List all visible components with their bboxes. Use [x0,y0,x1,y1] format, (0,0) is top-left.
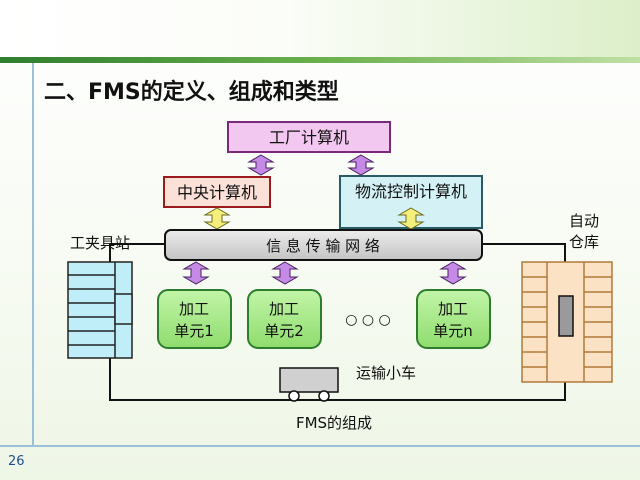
diagram-caption: FMS的组成 [296,414,372,432]
transport-cart-label: 运输小车 [356,364,416,382]
factory-computer-box: 工厂计算机 [227,121,391,153]
double-arrow-icon [439,261,467,285]
warehouse-label-line2: 仓库 [569,233,599,251]
fixture-station-rack [67,261,133,359]
network-bar: 信 息 传 输 网 络 [164,229,483,261]
double-arrow-icon [271,261,299,285]
double-arrow-icon [247,154,275,176]
line-network-to-fixture [109,243,165,262]
network-label: 信 息 传 输 网 络 [266,237,380,255]
central-computer-label: 中央计算机 [177,183,257,202]
unit-label-line1: 加工 [269,300,299,318]
unit-label-line2: 单元2 [264,322,304,340]
page-number: 26 [8,454,25,469]
logistics-computer-label: 物流控制计算机 [355,182,467,201]
double-arrow-icon [347,154,375,176]
double-arrow-icon [203,207,231,230]
header-rule [0,57,640,63]
warehouse-label-line1: 自动 [569,212,599,230]
left-rule [32,63,34,445]
double-arrow-icon [182,261,210,285]
warehouse-rack [521,261,613,383]
central-computer-box: 中央计算机 [163,176,271,208]
ellipsis: ○ ○ ○ [345,312,391,328]
unit-label-line2: 单元1 [174,322,214,340]
cart-icon [279,367,339,402]
page-title: 二、FMS的定义、组成和类型 [44,80,339,105]
processing-unit-1: 加工 单元1 [157,289,232,349]
unit-label-line2: 单元n [433,322,473,340]
unit-label-line1: 加工 [179,300,209,318]
factory-computer-label: 工厂计算机 [269,128,349,147]
processing-unit-n: 加工 单元n [416,289,491,349]
footer-rule [0,445,640,447]
unit-label-line1: 加工 [438,300,468,318]
header-band [0,0,640,58]
fixture-station-label: 工夹具站 [70,234,130,252]
processing-unit-2: 加工 单元2 [247,289,322,349]
